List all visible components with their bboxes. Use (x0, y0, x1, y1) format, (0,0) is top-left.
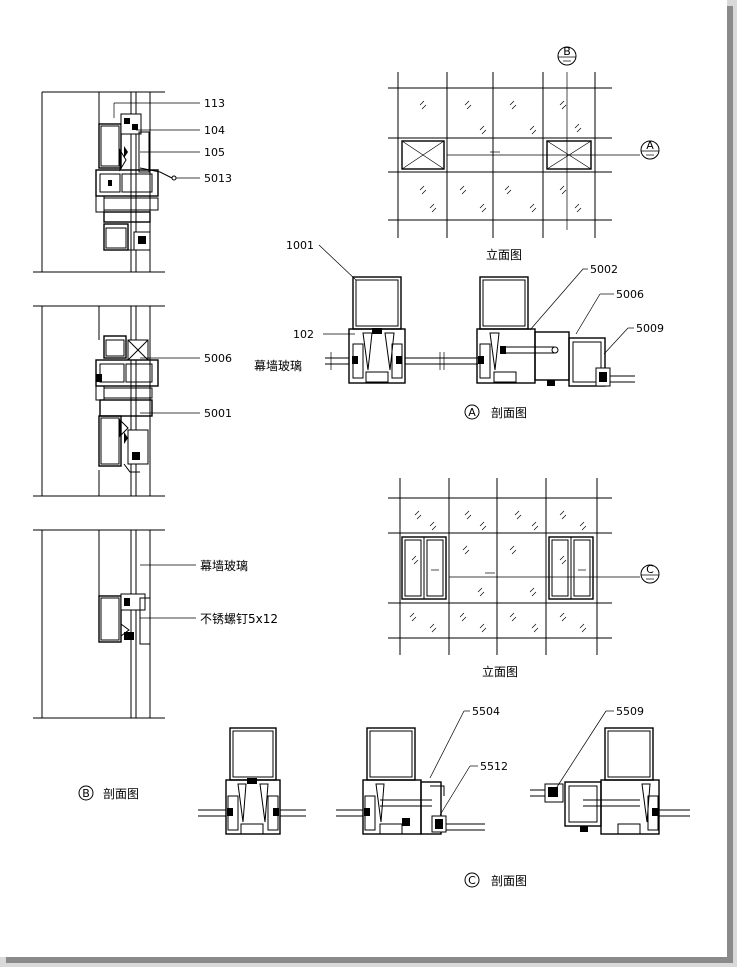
caption-section-a: 剖面图 (491, 406, 527, 420)
label-5006-b: 5006 (204, 352, 232, 365)
label-105: 105 (204, 146, 225, 159)
label-5504: 5504 (472, 705, 500, 718)
caption-section-c: 剖面图 (491, 874, 527, 888)
drawing-sheet: 113 104 105 5013 5006 5001 幕墙玻璃 不锈螺钉5x12… (0, 0, 727, 957)
caption-elevation-bottom: 立面图 (482, 664, 518, 679)
label-glass-a: 幕墙玻璃 (254, 359, 302, 373)
section-c-leaders (429, 710, 614, 816)
marker-c-text: C (646, 563, 654, 576)
label-glass-b: 幕墙玻璃 (200, 559, 248, 573)
label-5009: 5009 (636, 322, 664, 335)
section-b-leaders (113, 102, 200, 619)
label-screw: 不锈螺钉5x12 (200, 612, 278, 626)
marker-b-text: B (563, 45, 571, 58)
elevation-bottom (388, 478, 640, 655)
marker-b-top: B (557, 45, 577, 66)
section-a-leaders (318, 244, 634, 355)
section-b-vertical (33, 91, 177, 719)
label-5013: 5013 (204, 172, 232, 185)
marker-c-caption: C (468, 874, 476, 887)
label-5512: 5512 (480, 760, 508, 773)
marker-c-right: C (640, 563, 660, 584)
label-5006-a: 5006 (616, 288, 644, 301)
section-b-caption: B 剖面图 (78, 785, 139, 801)
label-113: 113 (204, 97, 225, 110)
curtain-wall-detail-drawing: 113 104 105 5013 5006 5001 幕墙玻璃 不锈螺钉5x12… (33, 45, 690, 888)
marker-a-right: A (640, 139, 660, 160)
elevation-top (388, 72, 640, 238)
label-5001: 5001 (204, 407, 232, 420)
label-5002: 5002 (590, 263, 618, 276)
marker-a-caption: A (468, 406, 476, 419)
section-c-horizontal (198, 727, 690, 835)
section-c-caption: C 剖面图 (464, 872, 527, 888)
label-5509: 5509 (616, 705, 644, 718)
section-a-horizontal (325, 276, 635, 387)
caption-section-b: 剖面图 (103, 787, 139, 801)
section-a-caption: A 剖面图 (464, 404, 527, 420)
marker-a-text: A (646, 139, 654, 152)
marker-b-caption: B (82, 787, 90, 800)
label-104: 104 (204, 124, 225, 137)
label-1001: 1001 (286, 239, 314, 252)
label-102: 102 (293, 328, 314, 341)
caption-elevation-top: 立面图 (486, 247, 522, 262)
